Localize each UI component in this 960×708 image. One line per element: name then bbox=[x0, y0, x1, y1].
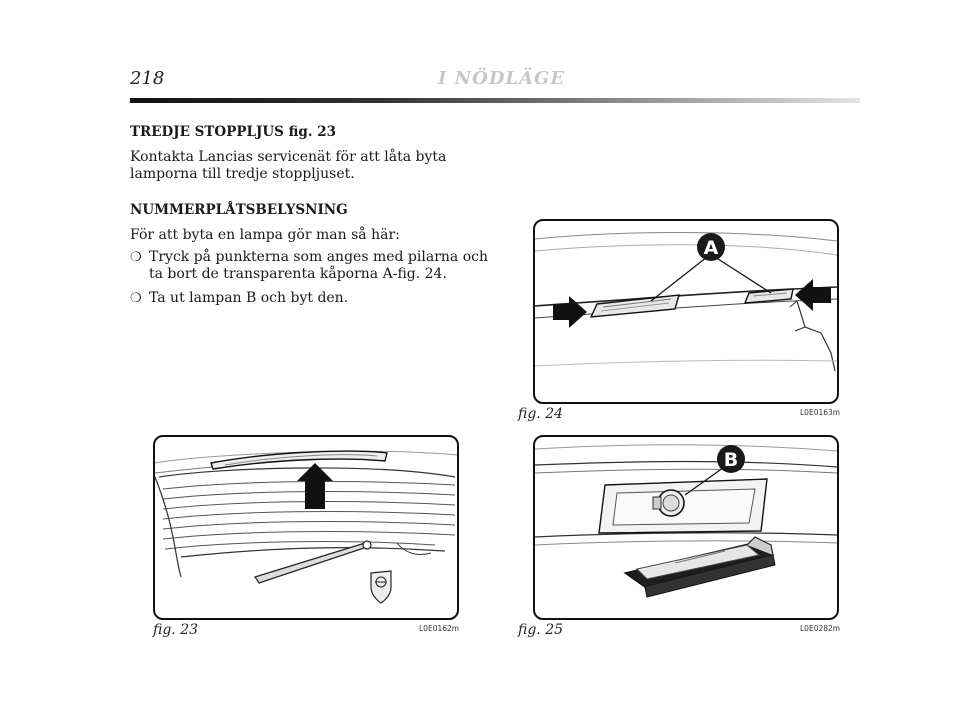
wiper-arm bbox=[254, 540, 372, 584]
callout-label-a: A bbox=[704, 237, 719, 259]
figure-24-code: L0E0163m bbox=[800, 408, 841, 417]
step-text: Tryck på punkterna som anges med pilarna… bbox=[149, 249, 488, 282]
figure-25-code: L0E0282m bbox=[800, 624, 841, 633]
callout-line bbox=[650, 256, 708, 302]
lens-cover-left bbox=[589, 294, 680, 318]
callout-b-icon bbox=[717, 445, 745, 473]
callout-a-icon bbox=[697, 233, 725, 261]
license-plate-light-intro: För att byta en lampa gör man så här: bbox=[130, 227, 400, 243]
callout-label-b: B bbox=[724, 449, 738, 471]
figure-25-caption: fig. 25 bbox=[518, 622, 564, 638]
lens-cover-right bbox=[743, 288, 794, 304]
text-column: TREDJE STOPPLJUS fig. 23 Kontakta Lancia… bbox=[130, 124, 495, 314]
figure-23-illustration bbox=[155, 450, 457, 604]
figure-23-caption: fig. 23 bbox=[153, 622, 199, 638]
figure-24-caption: fig. 24 bbox=[518, 406, 564, 422]
figure-25: B bbox=[533, 435, 839, 620]
figure-25-illustration: B bbox=[535, 444, 837, 598]
bullet-icon: ❍ bbox=[130, 250, 142, 265]
figure-23 bbox=[153, 435, 459, 620]
third-brake-light-text: Kontakta Lancias servicenät för att låta… bbox=[130, 149, 447, 182]
heading-license-plate-light: NUMMERPLÅTSBELYSNING bbox=[130, 202, 348, 218]
heading-third-brake-light: TREDJE STOPPLJUS fig. 23 bbox=[130, 124, 337, 140]
callout-line bbox=[714, 256, 772, 294]
lamp-housing bbox=[623, 536, 776, 598]
arrow-right-icon bbox=[795, 279, 831, 311]
callout-line bbox=[684, 464, 728, 496]
arrow-left-icon bbox=[553, 296, 587, 328]
lancia-logo-icon bbox=[370, 570, 392, 604]
header-rule bbox=[130, 98, 860, 103]
list-item: ❍ Tryck på punkterna som anges med pilar… bbox=[130, 249, 495, 283]
arrow-up-icon bbox=[297, 463, 333, 509]
third-brake-light bbox=[210, 450, 388, 470]
list-item: ❍ Ta ut lampan B och byt den. bbox=[130, 290, 495, 307]
figure-23-code: L0E0162m bbox=[419, 624, 460, 633]
bulb bbox=[652, 489, 685, 517]
bullet-icon: ❍ bbox=[130, 291, 142, 306]
chapter-title: I NÖDLÄGE bbox=[438, 68, 566, 89]
step-text: Ta ut lampan B och byt den. bbox=[149, 290, 349, 306]
figure-24-illustration: A bbox=[535, 232, 837, 372]
page-number: 218 bbox=[130, 68, 165, 89]
figure-24: A bbox=[533, 219, 839, 404]
